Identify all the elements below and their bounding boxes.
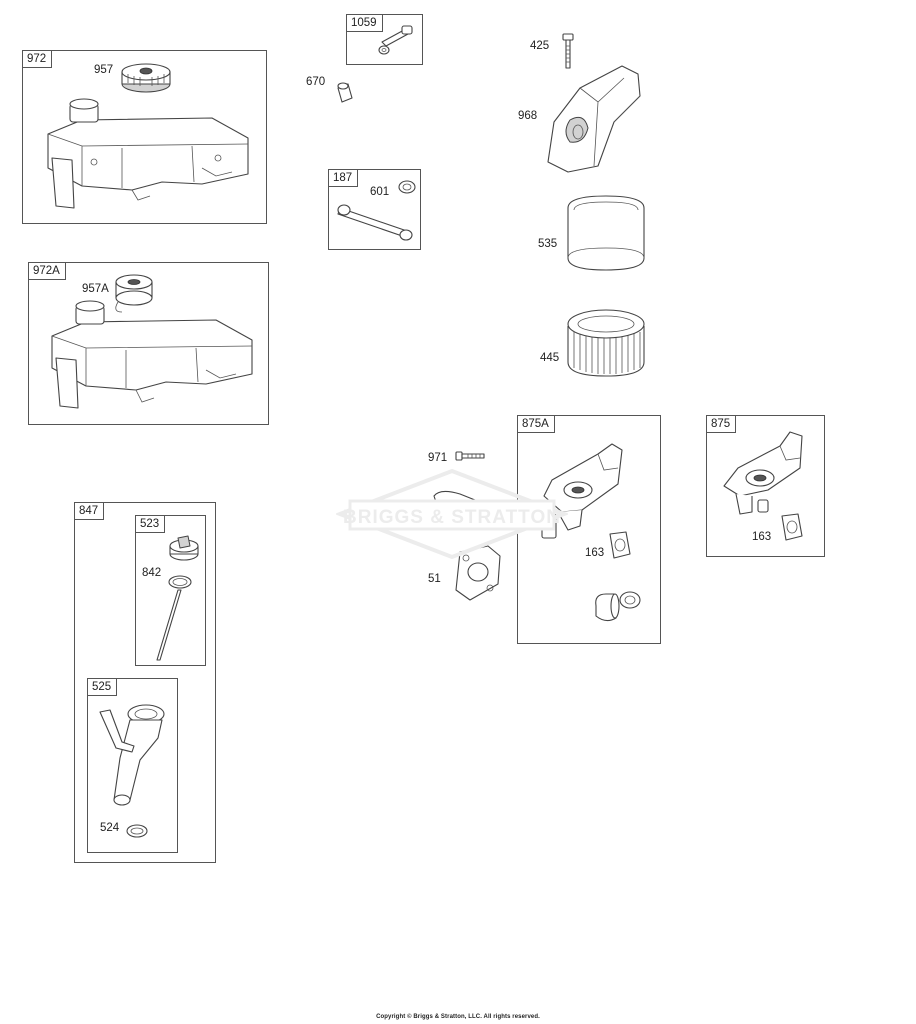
- primer-bulb-drawing-875a: [592, 588, 646, 628]
- fuel-tank-drawing-972: [42, 98, 257, 216]
- part-label-51: 51: [428, 573, 441, 585]
- o-ring-drawing-524: [124, 822, 150, 840]
- bolt-washer-drawing-1059: [374, 24, 418, 58]
- part-label-445: 445: [540, 352, 560, 364]
- air-cleaner-base-drawing-875: [718, 428, 814, 528]
- brand-watermark: BRIGGS & STRATTON: [334, 468, 570, 560]
- group-number-187: 187: [329, 170, 359, 187]
- pre-cleaner-drawing-535: [566, 192, 648, 278]
- fuel-cap-drawing-957a: [112, 272, 156, 314]
- part-label-670: 670: [306, 76, 326, 88]
- air-cleaner-cover-drawing-968: [544, 62, 644, 174]
- bolt-drawing-971: [455, 450, 486, 464]
- group-number-875a: 875A: [518, 416, 555, 433]
- dipstick-drawing-842: [154, 572, 198, 664]
- group-box-875: 875: [706, 415, 825, 557]
- air-filter-drawing-445: [566, 306, 648, 382]
- part-label-524: 524: [100, 822, 120, 834]
- gasket-drawing-163-a: [606, 530, 632, 560]
- part-label-163-a: 163: [585, 547, 605, 559]
- fuel-tank-drawing-972a: [46, 300, 261, 414]
- group-number-847: 847: [75, 503, 105, 520]
- group-box-187: 187: [328, 169, 421, 250]
- part-label-968: 968: [518, 110, 538, 122]
- bushing-drawing-670: [334, 82, 354, 106]
- clamp-drawing-601: [396, 178, 418, 196]
- watermark-text: BRIGGS & STRATTON: [343, 507, 561, 528]
- part-label-535: 535: [538, 238, 558, 250]
- dipstick-cap-drawing-523: [166, 534, 202, 562]
- part-label-842: 842: [142, 567, 162, 579]
- group-box-875a: 875A: [517, 415, 661, 644]
- screw-drawing-425: [562, 33, 574, 70]
- group-box-847: 847: [74, 502, 216, 863]
- fuel-line-drawing-187: [332, 198, 418, 244]
- group-box-972: 972: [22, 50, 267, 224]
- group-number-1059: 1059: [347, 15, 383, 32]
- part-label-957: 957: [94, 64, 114, 76]
- group-number-523: 523: [136, 516, 166, 533]
- group-box-523: 523: [135, 515, 206, 666]
- oil-fill-tube-drawing-525: [96, 702, 172, 812]
- part-label-425: 425: [530, 40, 550, 52]
- part-label-971: 971: [428, 452, 448, 464]
- group-number-972a: 972A: [29, 263, 66, 280]
- group-box-525: 525: [87, 678, 178, 853]
- gasket-drawing-163-b: [778, 512, 804, 542]
- group-box-972a: 972A: [28, 262, 269, 425]
- fuel-cap-drawing-957: [118, 58, 174, 94]
- gasket-drawing-51: [450, 544, 506, 604]
- group-box-1059: 1059: [346, 14, 423, 65]
- group-number-972: 972: [23, 51, 53, 68]
- group-number-525: 525: [88, 679, 118, 696]
- part-label-163-b: 163: [752, 531, 772, 543]
- group-number-875: 875: [707, 416, 737, 433]
- part-label-957a: 957A: [82, 283, 109, 295]
- copyright-notice: Copyright © Briggs & Stratton, LLC. All …: [376, 1014, 540, 1020]
- part-label-601: 601: [370, 186, 390, 198]
